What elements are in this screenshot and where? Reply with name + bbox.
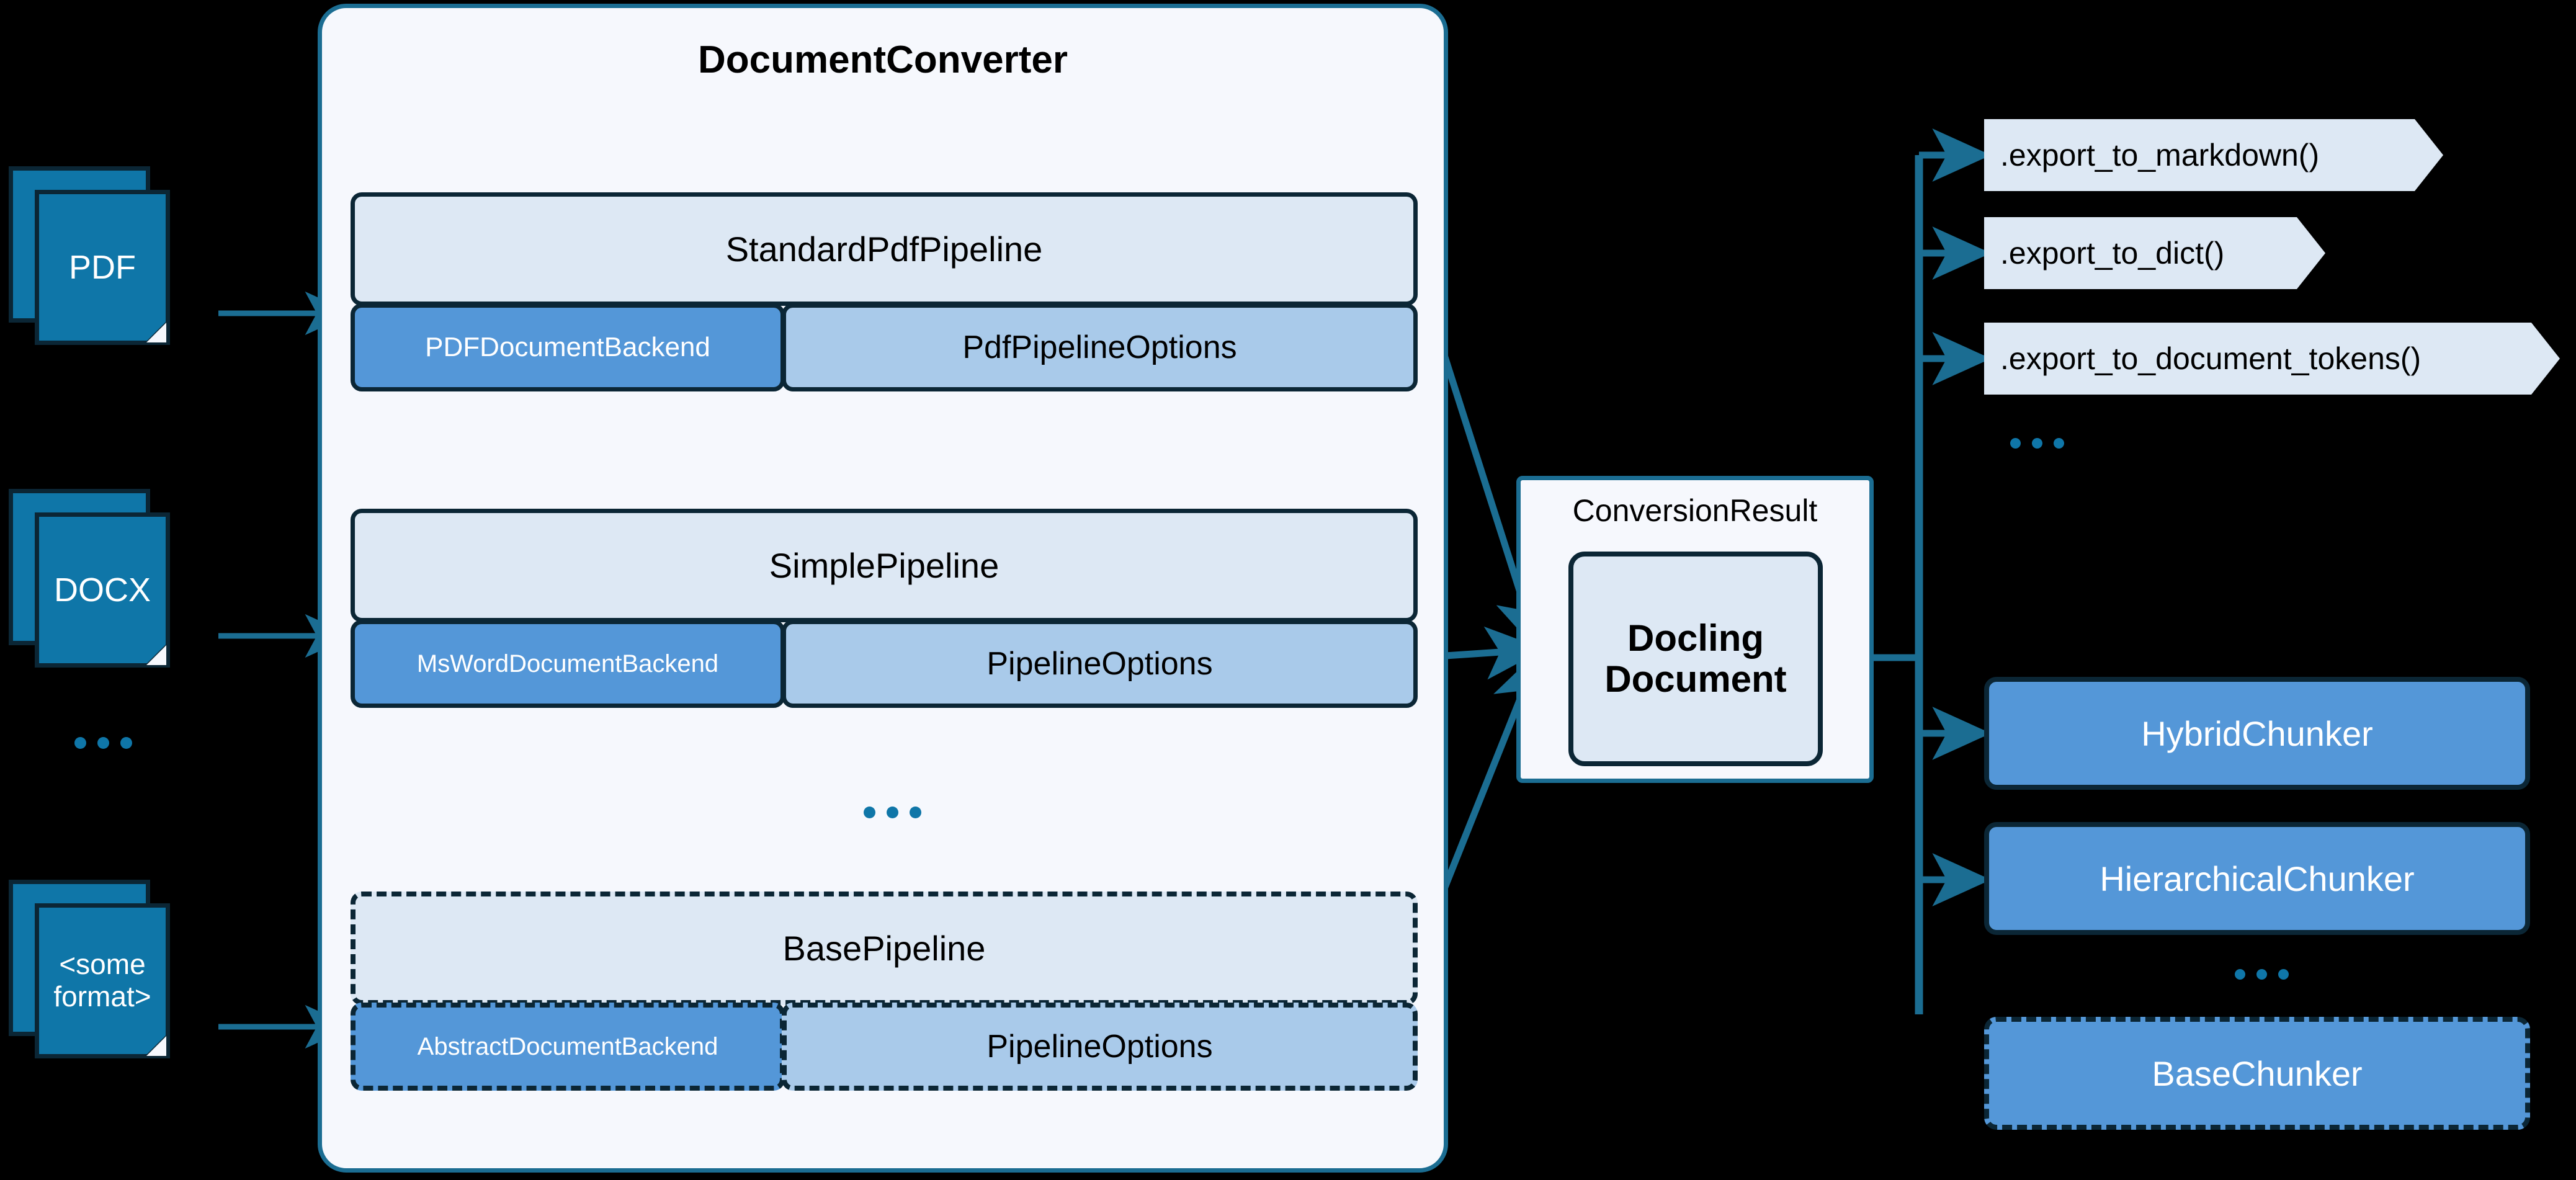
pipeline-header-simplepipeline[interactable]: SimplePipeline bbox=[351, 509, 1418, 622]
chunker-label: HierarchicalChunker bbox=[2100, 859, 2415, 898]
pipeline-backend-mzworddocumentbackend[interactable]: MsWordDocumentBackend bbox=[351, 620, 785, 708]
docling-document-line1: Docling bbox=[1627, 617, 1764, 659]
page-fold-inner-icon bbox=[146, 323, 166, 342]
input-document-label: PDF bbox=[69, 248, 136, 286]
pipeline-options-pdfpipelineoptions[interactable]: PdfPipelineOptions bbox=[782, 303, 1418, 391]
export-methods-ellipsis bbox=[2010, 438, 2064, 449]
result-output-bus bbox=[1869, 128, 1992, 1014]
chunker-hybridchunker[interactable]: HybridChunker bbox=[1984, 677, 2530, 790]
pipeline-backend-abstractdocumentbackend[interactable]: AbstractDocumentBackend bbox=[351, 1003, 785, 1091]
page-fold-inner-icon bbox=[146, 645, 166, 665]
document-converter-title: DocumentConverter bbox=[698, 38, 1068, 81]
ellipsis-dot bbox=[2010, 438, 2021, 449]
ellipsis-dot bbox=[97, 737, 109, 749]
chunker-basechunker[interactable]: BaseChunker bbox=[1984, 1017, 2530, 1130]
ellipsis-dot bbox=[2054, 438, 2064, 449]
pipelines-ellipsis bbox=[864, 807, 921, 818]
pipeline-name: SimplePipeline bbox=[769, 546, 1000, 585]
chunkers-ellipsis bbox=[2235, 969, 2289, 980]
pipeline-options-pipelineoptions-simple[interactable]: PipelineOptions bbox=[782, 620, 1418, 708]
input-document-label-line2: format> bbox=[53, 980, 151, 1012]
pipeline-header-basepipeline[interactable]: BasePipeline bbox=[351, 892, 1418, 1005]
chunker-label: BaseChunker bbox=[2152, 1053, 2363, 1093]
conversion-result-label: ConversionResult bbox=[1572, 493, 1818, 528]
ellipsis-dot bbox=[2278, 969, 2289, 980]
ellipsis-dot bbox=[120, 737, 132, 749]
export-method-label: .export_to_markdown() bbox=[2000, 138, 2320, 172]
pipeline-name: BasePipeline bbox=[782, 929, 986, 968]
docling-document-line2: Document bbox=[1604, 658, 1787, 700]
ellipsis-dot bbox=[2032, 438, 2042, 449]
input-formats-ellipsis bbox=[74, 737, 132, 749]
page-fold-inner-icon bbox=[146, 1036, 166, 1056]
input-document-label: DOCX bbox=[53, 571, 151, 609]
chunker-hierarchicalchunker[interactable]: HierarchicalChunker bbox=[1984, 822, 2530, 935]
pipeline-backend-pdfdocumentbackend[interactable]: PDFDocumentBackend bbox=[351, 303, 785, 391]
backend-name: PDFDocumentBackend bbox=[425, 332, 710, 362]
ellipsis-dot bbox=[910, 807, 921, 818]
input-document-docx[interactable]: DOCX bbox=[9, 489, 220, 669]
input-document-label-line1: <some bbox=[59, 948, 146, 981]
pipeline-options-pipelineoptions-base[interactable]: PipelineOptions bbox=[782, 1003, 1418, 1091]
docling-document-box[interactable]: Docling Document bbox=[1568, 552, 1823, 766]
ellipsis-dot bbox=[2256, 969, 2267, 980]
export-method-label: .export_to_document_tokens() bbox=[2000, 341, 2422, 376]
backend-name: AbstractDocumentBackend bbox=[417, 1032, 718, 1060]
options-name: PipelineOptions bbox=[986, 646, 1213, 682]
options-name: PipelineOptions bbox=[986, 1029, 1213, 1065]
ellipsis-dot bbox=[864, 807, 875, 818]
chunker-label: HybridChunker bbox=[2141, 713, 2373, 753]
input-document-other-format[interactable]: <some format> bbox=[9, 880, 220, 1060]
export-method-dict[interactable]: .export_to_dict() bbox=[1984, 217, 2325, 289]
export-method-document-tokens[interactable]: .export_to_document_tokens() bbox=[1984, 323, 2560, 395]
backend-name: MsWordDocumentBackend bbox=[416, 650, 719, 677]
export-method-markdown[interactable]: .export_to_markdown() bbox=[1984, 119, 2443, 191]
options-name: PdfPipelineOptions bbox=[962, 329, 1237, 365]
ellipsis-dot bbox=[2235, 969, 2245, 980]
export-method-label: .export_to_dict() bbox=[2000, 236, 2225, 270]
ellipsis-dot bbox=[887, 807, 898, 818]
pipeline-name: StandardPdfPipeline bbox=[725, 230, 1043, 269]
pipeline-header-standardpdfpipeline[interactable]: StandardPdfPipeline bbox=[351, 192, 1418, 306]
input-document-pdf[interactable]: PDF bbox=[9, 166, 220, 346]
ellipsis-dot bbox=[74, 737, 86, 749]
